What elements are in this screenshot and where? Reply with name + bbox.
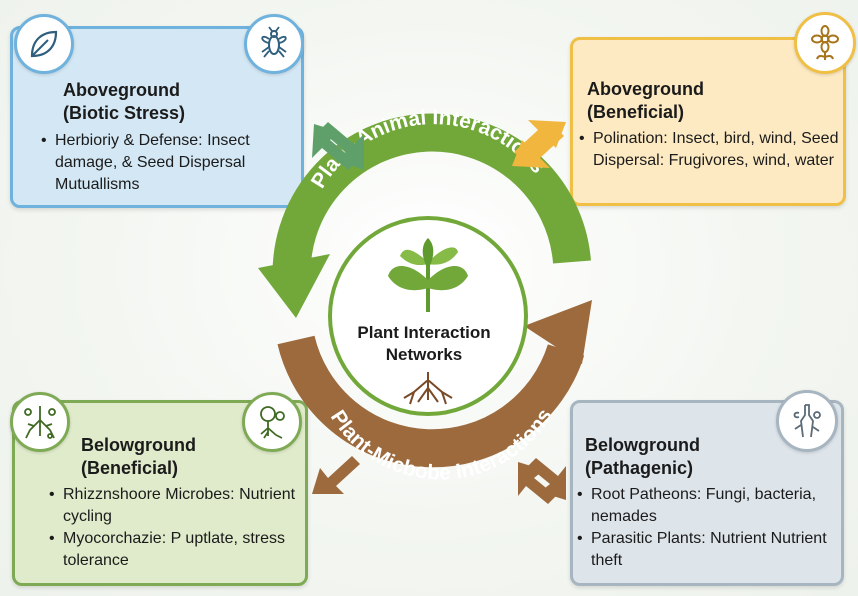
center-circle (328, 216, 528, 416)
mycorrhiza-icon (242, 392, 302, 452)
card-title-line1: Aboveground (587, 79, 704, 99)
insect-icon (244, 14, 304, 74)
plant-animal-arc (272, 113, 591, 286)
arrow-top-left (312, 122, 364, 170)
bullet-item: Rhizznshoore Microbes: Nutrient cycling (49, 484, 299, 528)
center-title-line2: Networks (385, 345, 463, 364)
center-title-line1: Plant Interaction (357, 323, 491, 342)
card-bullets: Herbioriy & Defense: Insect damage, & Se… (41, 130, 299, 196)
card-bullets: Rhizznshoore Microbes: Nutrient cycling … (49, 484, 299, 572)
arrow-top-right (512, 120, 566, 168)
card-title-line2: (Pathagenic) (585, 458, 694, 478)
card-title-line1: Belowground (585, 435, 700, 455)
plant-animal-arrowhead (258, 254, 330, 318)
card-title-line2: (Biotic Stress) (63, 103, 186, 123)
card-title-line2: (Beneficial) (587, 102, 685, 122)
card-aboveground-beneficial: Aboveground (Beneficial) Polination: Ins… (570, 37, 846, 206)
arrow-bottom-left (312, 456, 360, 494)
card-title: Aboveground (Biotic Stress) (63, 79, 185, 125)
card-title: Belowground (Pathagenic) (585, 434, 700, 480)
bullet-item: Myocorchazie: P uptlate, stress toleranc… (49, 528, 299, 572)
card-bullets: Root Patheons: Fungi, bacteria, nemades … (577, 484, 839, 572)
card-title-line1: Aboveground (63, 80, 180, 100)
roots-icon (403, 372, 453, 405)
microbes-icon (10, 392, 70, 452)
root-pathogen-icon (776, 390, 838, 452)
plant-microbe-arrowhead (524, 300, 592, 364)
bullet-item: Root Patheons: Fungi, bacteria, nemades (577, 484, 839, 528)
card-title: Belowground (Beneficial) (81, 434, 196, 480)
center-title: Plant Interaction Networks (338, 322, 510, 366)
plant-sprout-icon (388, 238, 468, 312)
flower-icon (794, 12, 856, 74)
card-bullets: Polination: Insect, bird, wind, Seed Dis… (579, 128, 841, 172)
card-title-line1: Belowground (81, 435, 196, 455)
card-title-line2: (Beneficial) (81, 458, 179, 478)
bullet-item: Herbioriy & Defense: Insect damage, & Se… (41, 130, 299, 196)
plant-microbe-arc (277, 335, 585, 468)
leaf-icon (14, 14, 74, 74)
bullet-item: Polination: Insect, bird, wind, Seed Dis… (579, 128, 841, 172)
arrow-bottom-right (518, 458, 566, 504)
bullet-item: Parasitic Plants: Nutrient Nutrient thef… (577, 528, 839, 572)
card-title: Aboveground (Beneficial) (587, 78, 704, 124)
